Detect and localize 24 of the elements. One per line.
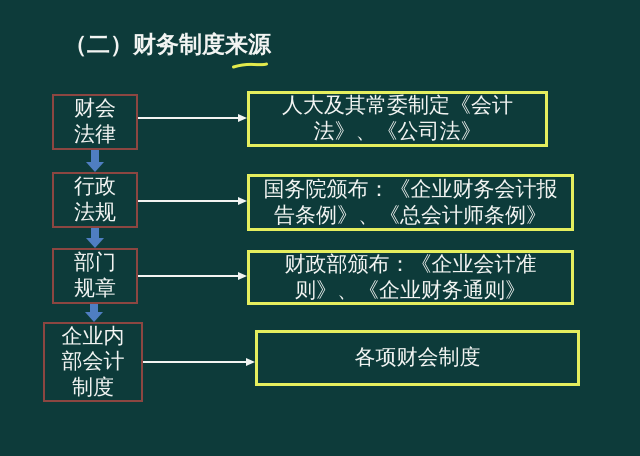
arrow [138, 272, 247, 280]
category-box [52, 172, 138, 228]
category-box [43, 322, 143, 402]
description-box [247, 91, 548, 147]
description-box [255, 330, 580, 386]
arrow [138, 114, 247, 122]
down-arrow [86, 228, 104, 248]
category-label: 行政法规 [72, 174, 117, 226]
category-label: 企业内部会计制度 [60, 324, 126, 400]
category-label: 部门规章 [72, 250, 117, 302]
description-box [247, 174, 574, 231]
description-text: 财政部颁布：《企业会计准则》、《企业财务通则》 [283, 252, 538, 304]
description-text: 国务院颁布：《企业财务会计报告条例》、《总会计师条例》 [262, 176, 558, 228]
category-box [52, 94, 138, 150]
description-box [247, 250, 574, 305]
category-box [52, 248, 138, 304]
description-text: 各项财会制度 [353, 345, 482, 371]
title: （二）财务制度来源 [64, 32, 271, 60]
down-arrow [85, 304, 103, 322]
category-label: 财会法律 [72, 96, 117, 148]
arrow [138, 197, 247, 205]
description-text: 人大及其常委制定《会计法》、《公司法》 [280, 93, 514, 145]
down-arrow [86, 150, 104, 172]
arrow [143, 358, 255, 366]
